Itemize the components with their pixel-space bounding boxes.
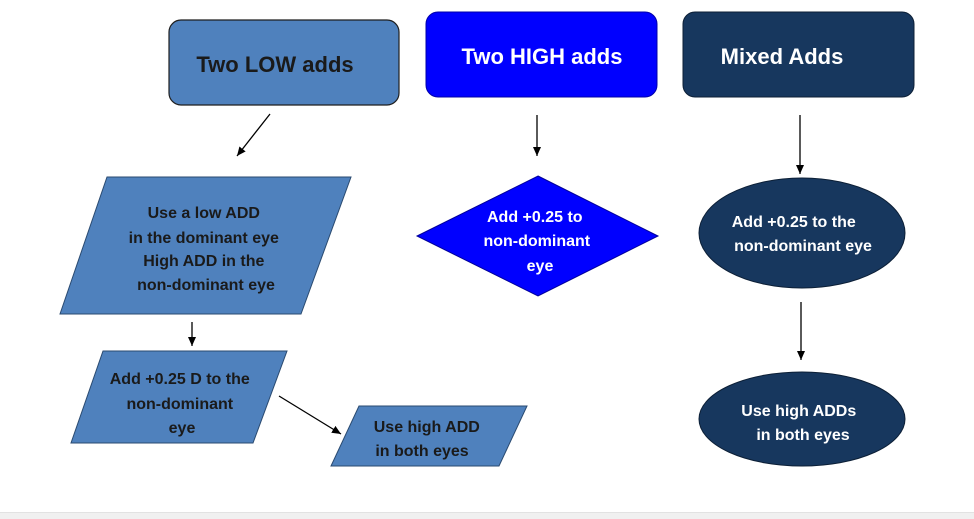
low-step3-parallelogram: Use high ADD in both eyes [330, 405, 528, 467]
mixed-step1-ellipse: Add +0.25 to the non-dominant eye [698, 177, 906, 289]
mixed-adds-header-label: Mixed Adds [721, 44, 844, 69]
arrow-low-header-to-step1 [236, 113, 271, 157]
low-adds-header: Two LOW adds [168, 19, 400, 106]
mixed-step2-text: Use high ADDs in both eyes [741, 403, 860, 444]
high-step1-text: Add +0.25 to non-dominant eye [483, 209, 594, 275]
high-adds-header-label: Two HIGH adds [462, 44, 623, 69]
arrow-low-step2-to-step3 [278, 395, 342, 435]
low-step2-parallelogram: Add +0.25 D to the non-dominant eye [70, 350, 288, 444]
low-step1-text: Use a low ADD in the dominant eye High A… [129, 205, 284, 294]
low-step3-text: Use high ADD in both eyes [374, 419, 485, 460]
mixed-adds-header: Mixed Adds [682, 11, 915, 98]
low-step2-text: Add +0.25 D to the non-dominant eye [110, 371, 254, 437]
mixed-step2-ellipse: Use high ADDs in both eyes [698, 371, 906, 467]
bottom-divider [0, 512, 974, 519]
low-step1-parallelogram: Use a low ADD in the dominant eye High A… [59, 176, 352, 315]
high-step1-diamond: Add +0.25 to non-dominant eye [415, 175, 660, 297]
high-adds-header: Two HIGH adds [425, 11, 658, 98]
low-adds-header-label: Two LOW adds [196, 52, 353, 77]
mixed-step1-text: Add +0.25 to the non-dominant eye [732, 214, 872, 255]
